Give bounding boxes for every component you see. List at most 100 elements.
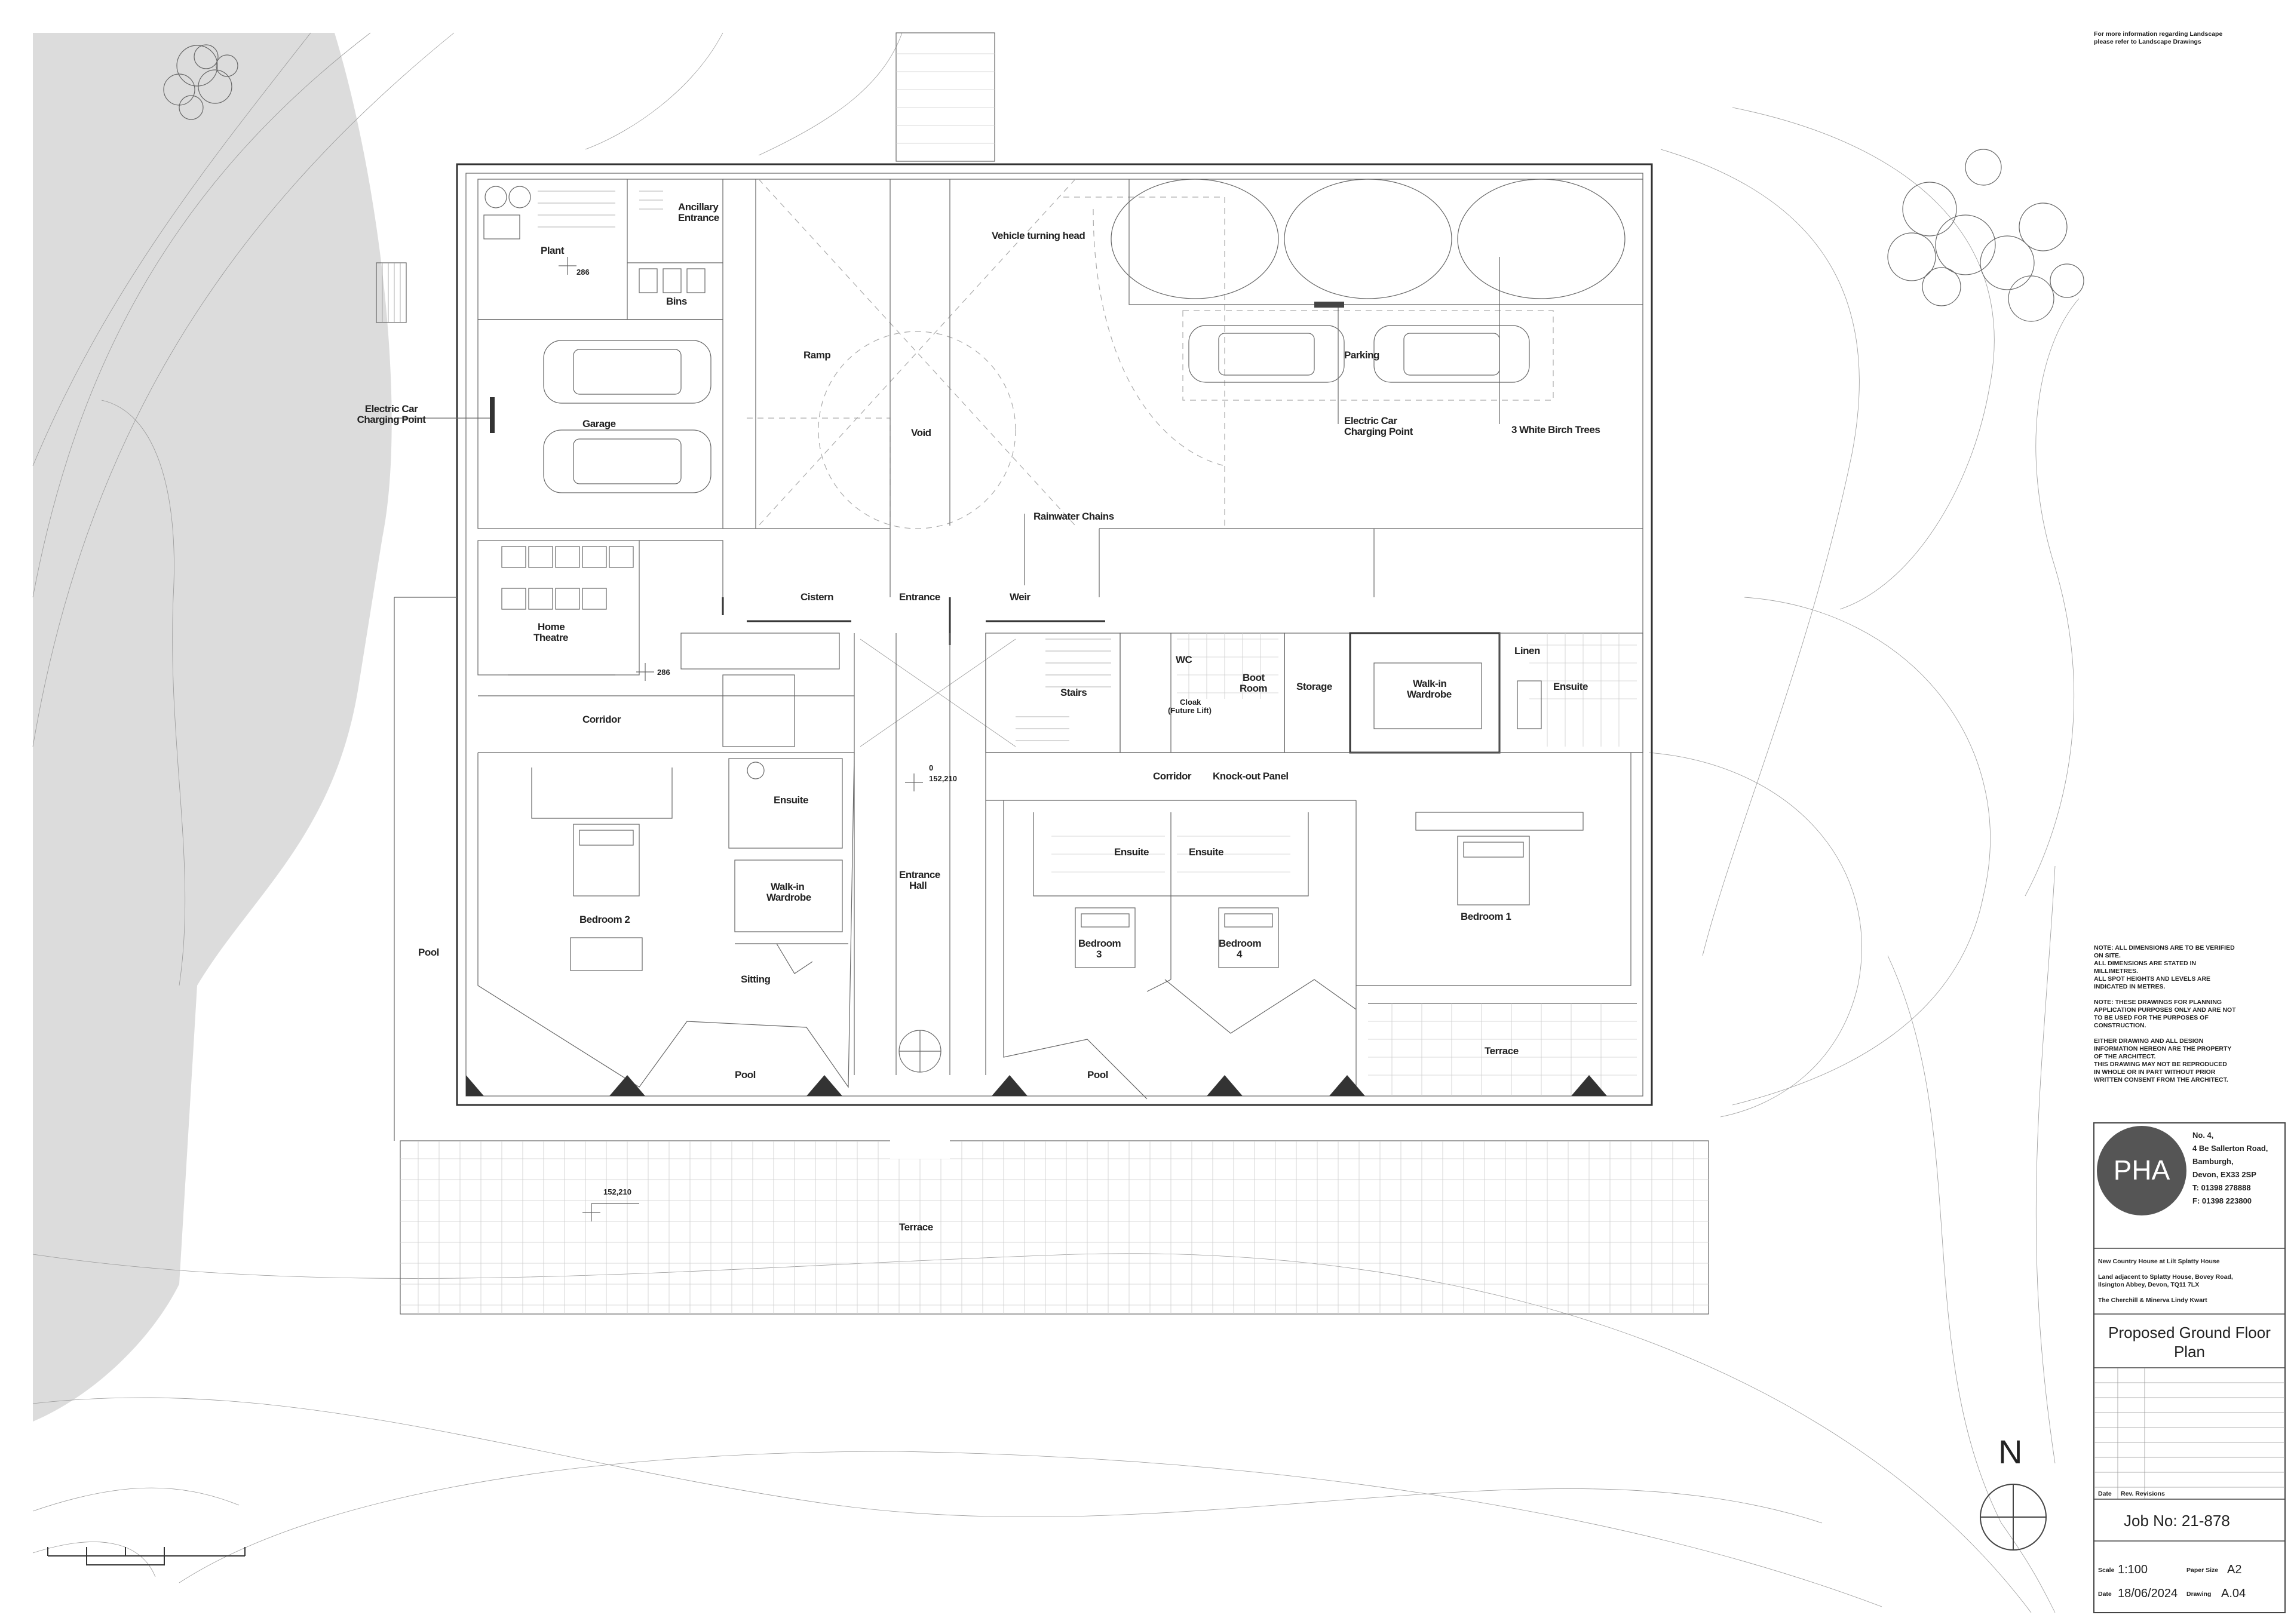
- label-void: Void: [911, 427, 931, 438]
- note-line: NOTE: ALL DIMENSIONS ARE TO BE VERIFIED: [2094, 944, 2235, 951]
- birch-tree-1-icon: [1111, 179, 1279, 299]
- level-marker-icon: [905, 773, 923, 791]
- garage-area: [477, 319, 723, 529]
- note-line: IN WHOLE OR IN PART WITHOUT PRIOR: [2094, 1069, 2216, 1076]
- label-cloak: Cloak(Future Lift): [1168, 698, 1212, 715]
- scale-value: 1:100: [2118, 1563, 2148, 1576]
- label-linen: Linen: [1514, 645, 1540, 656]
- scale-label: Scale: [2098, 1567, 2115, 1574]
- label-bins: Bins: [666, 296, 687, 307]
- level-plant: 286: [576, 268, 590, 277]
- label-cistern: Cistern: [801, 591, 833, 603]
- label-bedroom-2: Bedroom 2: [579, 914, 630, 925]
- label-ramp: Ramp: [803, 349, 830, 361]
- plant-equipment: [483, 186, 531, 240]
- note-line: INDICATED IN METRES.: [2094, 983, 2165, 990]
- job-number: Job No: 21-878: [2124, 1512, 2230, 1530]
- label-pool-west: Pool: [418, 947, 439, 958]
- date-value: 18/06/2024: [2118, 1587, 2178, 1600]
- label-weir: Weir: [1010, 591, 1031, 603]
- parked-car-2-icon: [1373, 325, 1530, 383]
- garage-car-2-icon: [543, 429, 711, 493]
- label-ensuite-bedroom-4: Ensuite: [1189, 846, 1223, 858]
- label-corridor-left: Corridor: [582, 714, 621, 725]
- birch-tree-3-icon: [1457, 179, 1626, 299]
- label-stairs: Stairs: [1060, 687, 1087, 698]
- address-line: Devon, EX33 2SP: [2192, 1170, 2256, 1179]
- parked-car-1-icon: [1188, 325, 1345, 383]
- note-line: APPLICATION PURPOSES ONLY AND ARE NOT: [2094, 1006, 2236, 1014]
- label-terrace-east: Terrace: [1485, 1045, 1519, 1057]
- level-marker-icon: [582, 1203, 639, 1221]
- level-hall: 152,210: [929, 774, 957, 783]
- level-hall-0: 0: [929, 763, 933, 772]
- logo-text: PHA: [2114, 1155, 2170, 1186]
- void-circle: [818, 331, 1016, 529]
- garage-car-1-icon: [543, 340, 711, 404]
- site-context: [32, 32, 2084, 1613]
- bed-bedroom-1-icon: [1457, 836, 1530, 905]
- label-plant: Plant: [541, 245, 565, 256]
- label-corridor-right: Corridor: [1153, 770, 1192, 782]
- note-line: ALL SPOT HEIGHTS AND LEVELS ARE: [2094, 975, 2210, 983]
- bed-bedroom-2-icon: [573, 824, 640, 897]
- label-vehicle-turning-head: Vehicle turning head: [992, 230, 1085, 241]
- general-notes: NOTE: ALL DIMENSIONS ARE TO BE VERIFIED O…: [2094, 944, 2236, 1083]
- note-line: MILLIMETRES.: [2094, 968, 2138, 975]
- note-line: INFORMATION HEREON ARE THE PROPERTY: [2094, 1045, 2231, 1052]
- note-line: TO BE USED FOR THE PURPOSES OF: [2094, 1014, 2209, 1021]
- north-arrow: N: [1980, 1433, 2047, 1551]
- scale-bar: [47, 1547, 246, 1565]
- spot-levels: 286 286 0 152,210 152,210: [559, 257, 957, 1221]
- drawing-number-value: A.04: [2221, 1587, 2246, 1600]
- address-line: T: 01398 278888: [2192, 1183, 2251, 1192]
- revision-header: Rev. Revisions: [2121, 1490, 2165, 1497]
- address-line: F: 01398 223800: [2192, 1196, 2252, 1205]
- paper-size-value: A2: [2227, 1563, 2241, 1576]
- neighbouring-land-shading: [33, 33, 392, 1422]
- label-terrace-south: Terrace: [899, 1221, 933, 1233]
- ev-charger-right: [1314, 302, 1344, 308]
- note-line: WRITTEN CONSENT FROM THE ARCHITECT.: [2094, 1076, 2228, 1083]
- south-terrace: [400, 1123, 1709, 1315]
- label-pool-left: Pool: [735, 1069, 756, 1080]
- note-line: THIS DRAWING MAY NOT BE REPRODUCED: [2094, 1061, 2227, 1068]
- title-block: For more information regarding Landscape…: [2093, 30, 2286, 1613]
- sofa-bedroom-2: [570, 937, 643, 971]
- label-storage: Storage: [1296, 681, 1332, 692]
- top-landscape-note: For more information regarding Landscape…: [2094, 30, 2222, 45]
- note-line: OF THE ARCHITECT.: [2094, 1053, 2156, 1060]
- address-line: 4 Be Sallerton Road,: [2192, 1144, 2268, 1153]
- driveway-north: [895, 32, 995, 162]
- label-pool-right: Pool: [1087, 1069, 1108, 1080]
- level-marker-icon: [559, 257, 576, 275]
- note-line: CONSTRUCTION.: [2094, 1022, 2146, 1029]
- note-line: NOTE: THESE DRAWINGS FOR PLANNING: [2094, 999, 2222, 1006]
- building-outline: [456, 163, 1653, 1106]
- bed-bedroom-4-icon: [1218, 907, 1279, 968]
- label-sitting: Sitting: [741, 974, 770, 985]
- tree-northwest-icon: [163, 44, 238, 120]
- note-line: ALL DIMENSIONS ARE STATED IN: [2094, 960, 2196, 967]
- label-wc: WC: [1176, 654, 1192, 665]
- label-entrance: Entrance: [899, 591, 940, 603]
- label-ensuite-left: Ensuite: [774, 794, 808, 806]
- label-parking: Parking: [1344, 349, 1379, 361]
- label-garage: Garage: [582, 418, 616, 429]
- date-label: Date: [2098, 1591, 2112, 1598]
- external-steps: [376, 262, 407, 323]
- level-marker-icon: [636, 663, 654, 681]
- drawing-number-label: Drawing: [2186, 1591, 2211, 1598]
